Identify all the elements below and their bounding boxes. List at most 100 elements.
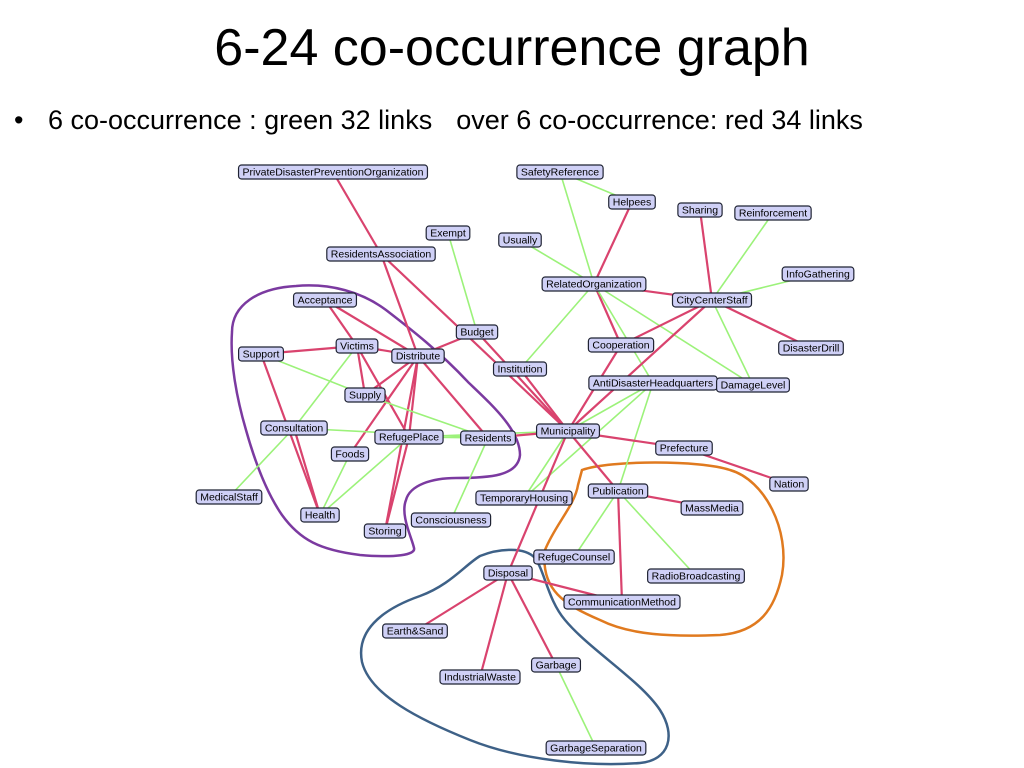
node-prefecture: Prefecture [655, 440, 713, 456]
node-label: DisasterDrill [783, 343, 840, 355]
node-label: Publication [592, 486, 644, 498]
node-box [769, 476, 809, 492]
node-label: TemporaryHousing [480, 493, 568, 505]
link-city-center-staff-to-disaster-drill [711, 299, 812, 349]
link-publication-to-communication-method [616, 490, 624, 603]
link-disposal-to-industrial-waste [478, 572, 510, 678]
node-label: GarbageSeparation [550, 743, 642, 755]
node-label: MedicalStaff [200, 492, 258, 504]
node-box [330, 446, 370, 462]
link-foods-to-health [319, 453, 351, 516]
link-related-organization-to-cooperation [592, 283, 623, 346]
node-label: Residents [465, 433, 512, 445]
node-label: InfoGathering [786, 269, 850, 281]
node-box [439, 669, 521, 685]
link-residents-to-consciousness [450, 437, 489, 521]
link-acceptance-to-distribute [324, 299, 419, 357]
node-box [655, 440, 713, 456]
node-label: Prefecture [660, 443, 709, 455]
node-box [677, 202, 723, 218]
node-label: ResidentsAssociation [331, 249, 432, 261]
node-industrial-waste: IndustrialWaste [439, 669, 521, 685]
link-institution-to-municipality [519, 368, 569, 432]
node-box [647, 568, 745, 584]
node-box [335, 338, 379, 354]
node-label: AntiDisasterHeadquarters [593, 378, 713, 390]
node-box [587, 337, 655, 353]
node-label: Support [243, 349, 280, 361]
link-related-organization-to-institution [519, 283, 595, 370]
node-acceptance: Acceptance [292, 292, 358, 308]
node-label: RadioBroadcasting [652, 571, 741, 583]
node-private-disaster-prevention-organization: PrivateDisasterPreventionOrganization [237, 164, 429, 180]
node-foods: Foods [330, 446, 370, 462]
node-box [344, 387, 386, 403]
links-layer [228, 171, 819, 749]
cluster-outlines [230, 284, 785, 766]
link-disposal-to-earth-and-sand [414, 572, 509, 632]
node-box [391, 348, 445, 364]
node-label: Health [305, 510, 336, 522]
node-residents-association: ResidentsAssociation [326, 246, 436, 262]
node-support: Support [238, 346, 284, 362]
node-box [455, 324, 499, 340]
link-consultation-to-health [292, 427, 322, 516]
link-municipality-to-temporary-housing [523, 430, 569, 499]
node-radio-broadcasting: RadioBroadcasting [647, 568, 745, 584]
node-label: MassMedia [685, 503, 739, 515]
node-box [374, 429, 444, 445]
link-private-disaster-prevention-organization-to-residents-association [332, 171, 382, 255]
blue-cluster-outline [359, 548, 670, 766]
node-box [778, 340, 844, 356]
link-refuge-place-to-health [319, 436, 410, 516]
node-reinforcement: Reinforcement [734, 205, 812, 221]
link-municipality-to-publication [567, 430, 619, 492]
node-label: Acceptance [298, 295, 353, 307]
node-mass-media: MassMedia [680, 500, 744, 516]
node-label: Consultation [265, 423, 324, 435]
node-box [671, 292, 753, 308]
node-municipality: Municipality [535, 423, 601, 439]
link-reinforcement-to-city-center-staff [711, 212, 774, 301]
red-link-caption: over 6 co-occurrence: red 34 links [456, 105, 863, 135]
node-label: Nation [774, 479, 805, 491]
node-label: CommunicationMethod [568, 597, 676, 609]
node-label: Municipality [541, 426, 597, 438]
node-box [563, 594, 681, 610]
node-box [533, 549, 615, 565]
node-box [300, 507, 340, 523]
node-disaster-drill: DisasterDrill [778, 340, 844, 356]
node-health: Health [300, 507, 340, 523]
node-label: Storing [368, 526, 401, 538]
node-label: Garbage [536, 660, 577, 672]
link-exempt-to-budget [447, 232, 478, 333]
link-city-center-staff-to-municipality [567, 299, 713, 432]
node-box [292, 292, 358, 308]
node-label: PrivateDisasterPreventionOrganization [243, 167, 424, 179]
node-box [260, 420, 328, 436]
node-label: RefugeCounsel [538, 552, 610, 564]
node-earth-and-sand: Earth&Sand [382, 623, 448, 639]
node-box [410, 512, 492, 528]
node-usually: Usually [498, 232, 542, 248]
node-label: Distribute [396, 351, 441, 363]
link-safety-reference-to-related-organization [559, 171, 595, 285]
link-anti-disaster-headquarters-to-municipality [567, 382, 654, 432]
node-box [460, 430, 516, 446]
node-medical-staff: MedicalStaff [195, 489, 263, 505]
node-label: CityCenterStaff [676, 295, 747, 307]
node-label: RelatedOrganization [546, 279, 642, 291]
link-residents-association-to-distribute [379, 253, 420, 357]
link-disposal-to-garbage [507, 572, 557, 666]
node-consciousness: Consciousness [410, 512, 492, 528]
node-related-organization: RelatedOrganization [541, 276, 647, 292]
node-label: Supply [349, 390, 382, 402]
link-publication-to-refuge-counsel [573, 490, 619, 558]
node-label: Reinforcement [739, 208, 807, 220]
link-victims-to-consultation [293, 345, 358, 429]
link-distribute-to-foods [349, 355, 419, 455]
link-storing-to-refuge-place [383, 436, 411, 532]
node-label: Institution [498, 364, 543, 376]
